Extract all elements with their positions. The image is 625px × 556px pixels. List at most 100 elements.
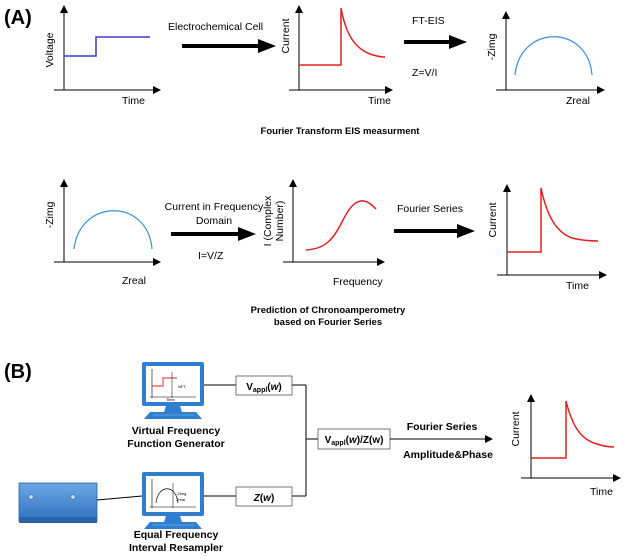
arrow-label: Fourier Series [397,203,463,215]
x-axis-label: Zreal [566,95,590,107]
instrument-knob-left [28,494,34,500]
caption-function-generator-line1: Virtual Frequency [132,425,221,437]
complex-current-plot: I (Complex Number) Frequency [262,179,385,288]
screen-axis-text: Zreal [176,497,185,502]
arrow-electrochemical-cell: Electrochemical Cell [168,21,276,53]
box-border [235,375,293,396]
ratio-rest: )/Z(w) [357,435,384,446]
nyquist-plot-1: -Zimg Zreal [486,11,605,107]
y-axis-label-line2: Number) [274,201,286,242]
voltage-step-line [64,36,150,57]
v-paren-close: ) [278,382,281,393]
amplitude-phase-label: Amplitude&Phase [403,449,493,461]
instrument-body [18,482,98,522]
arrow-head [485,435,493,443]
z-box: Z(w) [235,486,293,507]
caption-resampler-line1: Equal Frequency [134,529,219,541]
arrow-head [449,35,467,49]
y-axis-label: Current [280,18,292,53]
eis-arc [514,36,593,76]
x-axis-label: Time [368,95,391,107]
v-main: V [246,382,253,393]
keyboard [144,412,202,419]
instrument-to-computer-line [96,495,143,501]
y-axis-label-line1: I (Complex [262,195,274,247]
ratio-paren-open: ( [346,435,350,446]
screen-arc [155,488,179,504]
z-main: Z [253,493,261,504]
predicted-current-plot: Current Time [487,184,607,292]
current-decay-line [299,7,386,66]
caption-prediction-line1: Prediction of Chronoamperometry [251,305,406,316]
instrument-knob-right [70,494,76,500]
instrument-base [19,517,97,523]
x-axis-label: Zreal [122,275,146,287]
y-axis-label: Voltage [44,32,56,67]
x-axis-label: Frequency [333,276,383,288]
monitor-stand [164,406,182,412]
arrow-label-bottom: I=V/Z [198,250,224,262]
arrow-label-bottom: Z=V/I [412,67,437,79]
current-decay-line [531,400,615,459]
ratio-argument: w [349,435,358,446]
panel-b-current-plot: Current Time [510,394,621,498]
screen-marker-text: NFT [178,384,186,389]
arrow-label-line1: Current in Frequency [165,201,264,213]
arrow-head [457,224,475,238]
ratio-main: V [325,435,332,446]
box-text: Vappl(w) [246,382,282,394]
v-subscript: appl [253,387,267,394]
computer-resampler: -Zimg Zreal [142,472,204,529]
screen-axis-text: Time [166,397,176,402]
complex-current-line [305,200,377,251]
fourier-label: Fourier Series [407,421,478,433]
ratio-subscript: appl [331,440,345,447]
z-argument: w [263,493,272,504]
caption-ft-eis: Fourier Transform EIS measurment [261,126,421,137]
monitor-screen [146,366,200,402]
v-over-z-box: Vappl(w)/Z(w) [317,428,391,450]
v-argument: w [271,382,280,393]
z-paren-close: ) [271,493,274,504]
arrow-head [258,39,276,53]
x-axis-label: Time [590,486,613,498]
current-decay-line [507,187,599,253]
caption-function-generator-line2: Function Generator [127,438,224,450]
arrow-fourier-series: Fourier Series [394,203,475,238]
arrow-ft-eis: FT-EIS Z=V/I [404,15,467,79]
arrow-label-line2: Domain [196,215,232,227]
v-applied-box: Vappl(w) [235,375,293,396]
arrow-label-top: FT-EIS [412,15,445,27]
caption-resampler-line2: Interval Resampler [129,542,223,554]
x-axis-label: Time [566,280,589,292]
arrow-current-frequency-domain: Current in Frequency Domain I=V/Z [165,201,264,262]
keyboard [144,522,202,529]
eis-arc [73,210,153,250]
z-paren-open: ( [260,493,264,504]
caption-prediction-line2: based on Fourier Series [274,317,382,328]
box-border [235,486,293,507]
y-axis-label: Current [510,411,522,446]
screen-marker-text: -Zimg [176,491,186,496]
v-paren-open: ( [267,382,271,393]
y-axis-label: Current [487,202,499,237]
connector-lines [96,384,318,501]
arrow-label: Electrochemical Cell [168,21,263,33]
potentiostat-instrument [18,482,98,523]
nyquist-plot-2: -Zimg Zreal [44,179,161,287]
arrow-head [238,227,256,241]
current-transient-plot: Current Time [280,5,393,107]
box-text: Z(w) [253,493,275,504]
y-axis-label: -Zimg [486,33,498,60]
box-text: Vappl(w)/Z(w) [325,435,384,447]
panel-a-label: (A) [4,7,32,29]
y-axis-label: -Zimg [44,201,56,228]
panel-b-label: (B) [4,361,32,383]
monitor-stand [164,516,182,522]
x-axis-label: Time [122,95,145,107]
screen-step-line [152,377,177,387]
computer-function-generator: NFT Time [142,362,204,419]
voltage-step-plot: Voltage Time [44,5,161,107]
arrow-fourier-amplitude-phase: Fourier Series Amplitude&Phase [390,421,493,461]
